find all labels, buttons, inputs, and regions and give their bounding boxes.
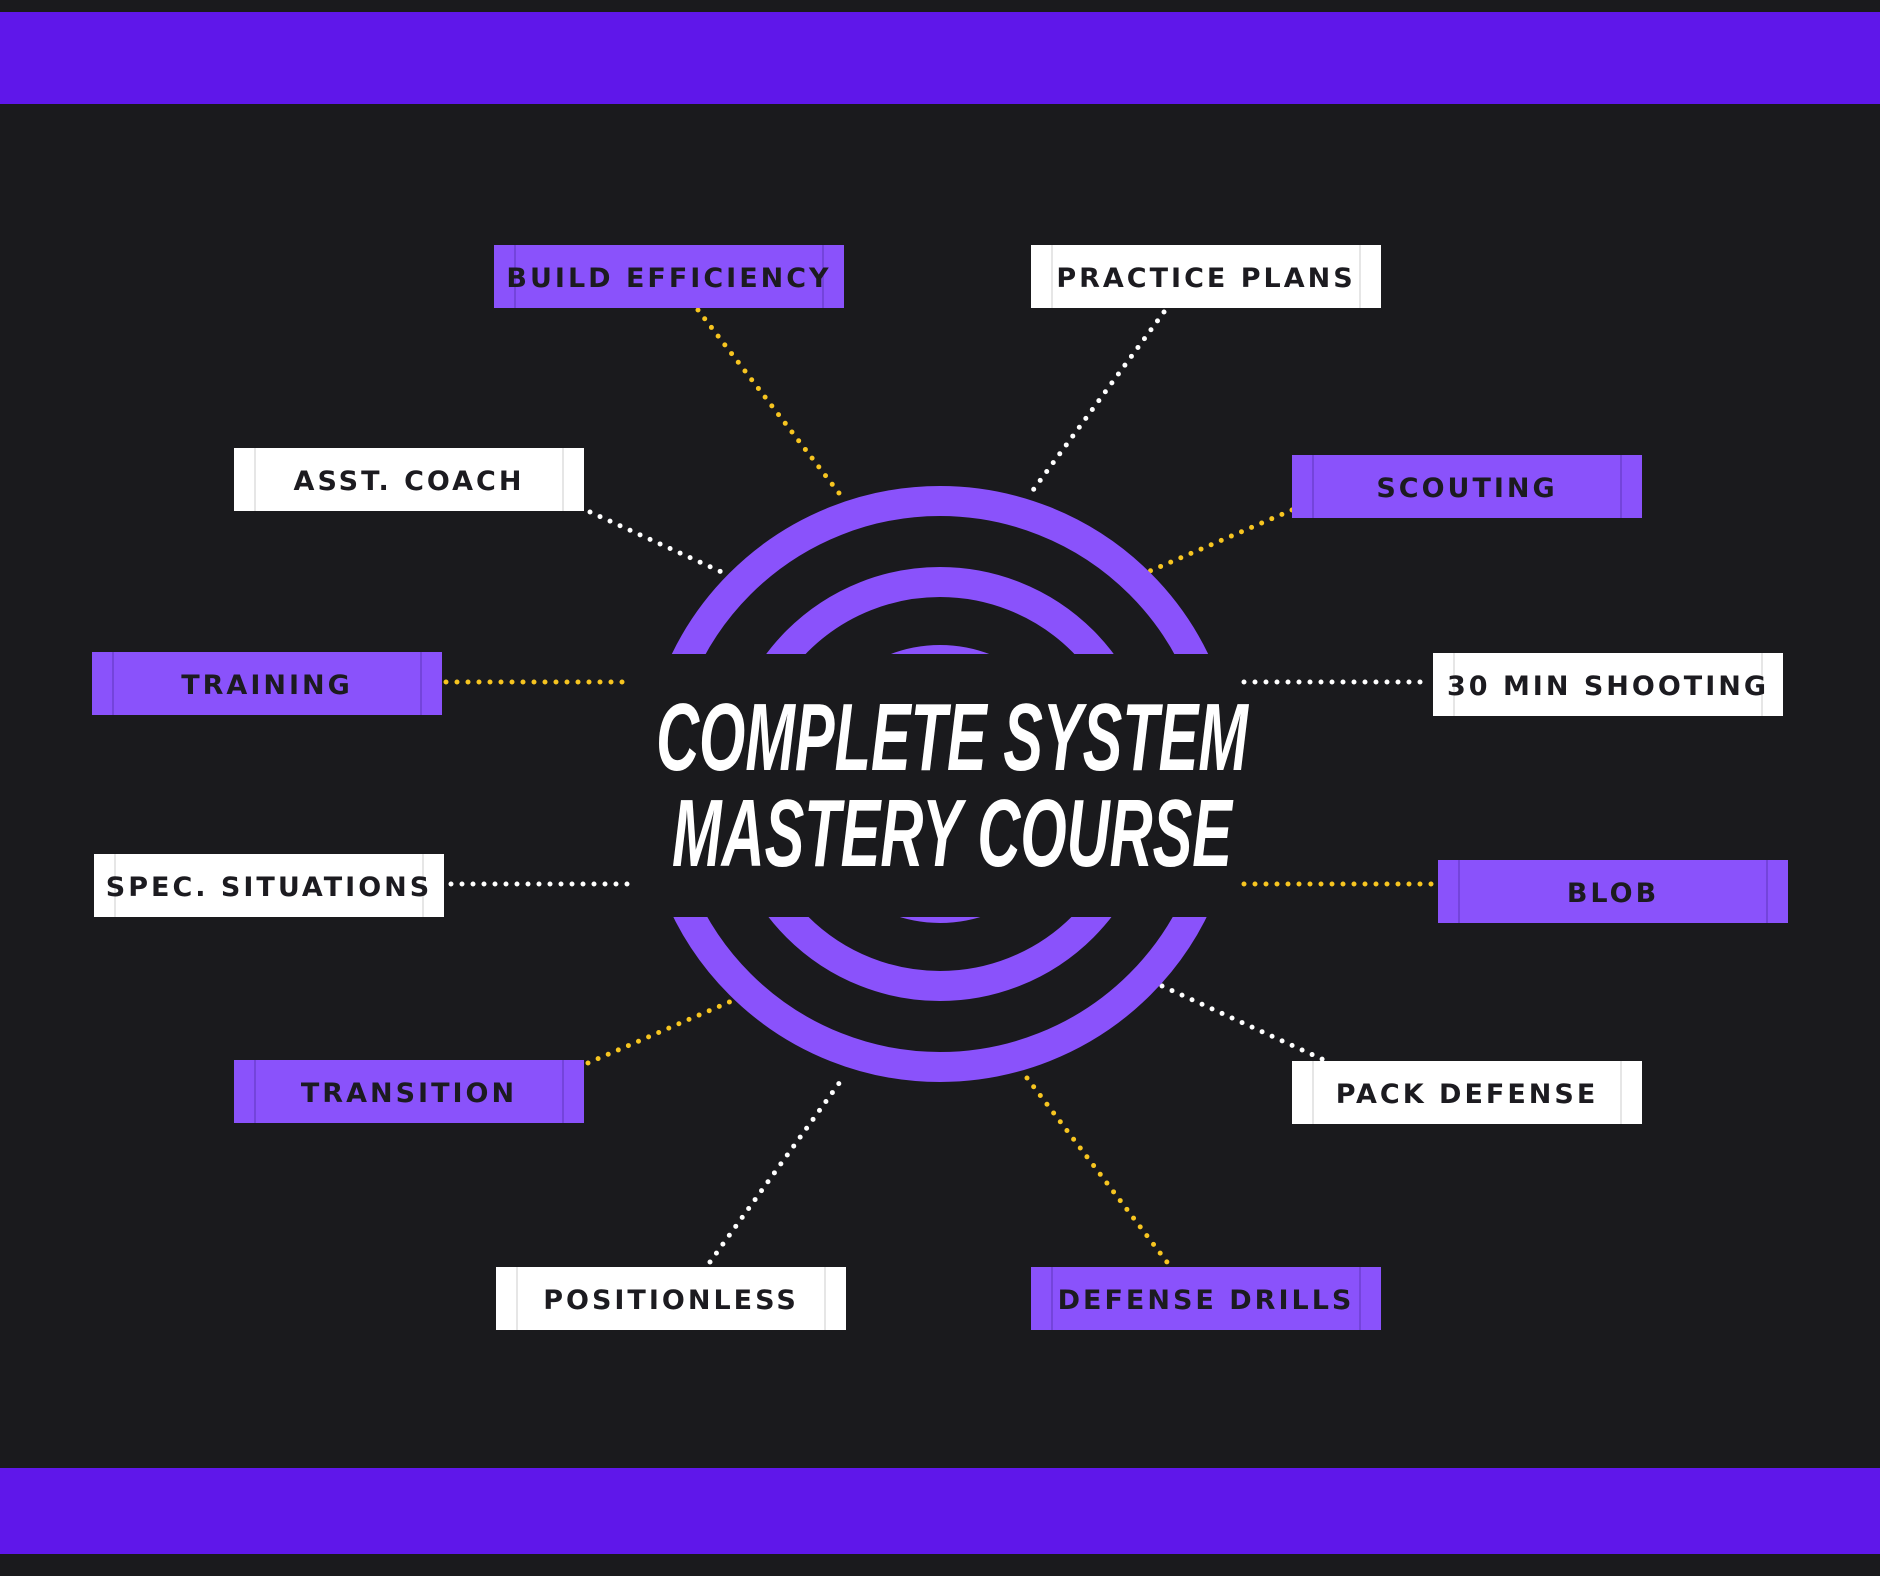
- label-box: [494, 245, 844, 308]
- label-text: TRANSITION: [301, 1078, 517, 1109]
- topic-labels: BUILD EFFICIENCY PRACTICE PLANS ASST. COAC…: [92, 245, 1788, 1330]
- label-30-min-shooting: 30 MIN SHOOTING: [1433, 653, 1783, 716]
- dotted-connector-asst-coach: [587, 509, 729, 577]
- label-text: TRAINING: [181, 670, 353, 701]
- title-cutout: [640, 654, 1240, 917]
- label-box: [1031, 245, 1381, 308]
- label-text: SPEC. SITUATIONS: [106, 872, 432, 903]
- label-text: SCOUTING: [1376, 473, 1557, 504]
- label-defense-drills: DEFENSE DRILLS: [1031, 1267, 1381, 1330]
- label-box: [1292, 1061, 1642, 1124]
- label-box: [1031, 1267, 1381, 1330]
- label-box: [1292, 455, 1642, 518]
- dotted-connector-positionless: [707, 1079, 843, 1265]
- label-text: POSITIONLESS: [543, 1285, 799, 1316]
- label-build-efficiency: BUILD EFFICIENCY: [494, 245, 844, 308]
- label-box: [1438, 860, 1788, 923]
- label-box: [234, 1060, 584, 1123]
- dotted-connector-pack-defense: [1159, 983, 1327, 1063]
- label-text: 30 MIN SHOOTING: [1447, 671, 1769, 702]
- title-line-1: COMPLETE SYSTEM: [656, 683, 1249, 790]
- bottom-band: [0, 1468, 1880, 1554]
- label-text: BUILD EFFICIENCY: [506, 263, 831, 294]
- label-box: [1433, 653, 1783, 716]
- label-transition: TRANSITION: [234, 1060, 584, 1123]
- top-band: [0, 12, 1880, 104]
- label-text: BLOB: [1567, 878, 1659, 909]
- label-text: PACK DEFENSE: [1336, 1079, 1599, 1110]
- label-practice-plans: PRACTICE PLANS: [1031, 245, 1381, 308]
- label-scouting: SCOUTING: [1292, 455, 1642, 518]
- concentric-rings: [640, 486, 1240, 1082]
- label-spec-situations: SPEC. SITUATIONS: [94, 854, 444, 917]
- dotted-connector-build-efficiency: [695, 307, 845, 500]
- label-text: PRACTICE PLANS: [1056, 263, 1355, 294]
- label-positionless: POSITIONLESS: [496, 1267, 846, 1330]
- title-line-2: MASTERY COURSE: [672, 779, 1234, 886]
- label-text: DEFENSE DRILLS: [1058, 1285, 1355, 1316]
- label-box: [496, 1267, 846, 1330]
- connector-lines: [443, 307, 1439, 1269]
- label-box: [92, 652, 442, 715]
- label-box: [94, 854, 444, 917]
- label-blob: BLOB: [1438, 860, 1788, 923]
- label-asst-coach: ASST. COACH: [234, 448, 584, 511]
- dotted-connector-scouting: [1147, 507, 1295, 574]
- label-pack-defense: PACK DEFENSE: [1292, 1061, 1642, 1124]
- dotted-connector-defense-drills: [1024, 1075, 1173, 1269]
- label-training: TRAINING: [92, 652, 442, 715]
- label-box: [234, 448, 584, 511]
- dotted-connector-transition: [585, 997, 737, 1066]
- title: COMPLETE SYSTEM MASTERY COURSE: [656, 683, 1249, 886]
- label-text: ASST. COACH: [294, 466, 525, 497]
